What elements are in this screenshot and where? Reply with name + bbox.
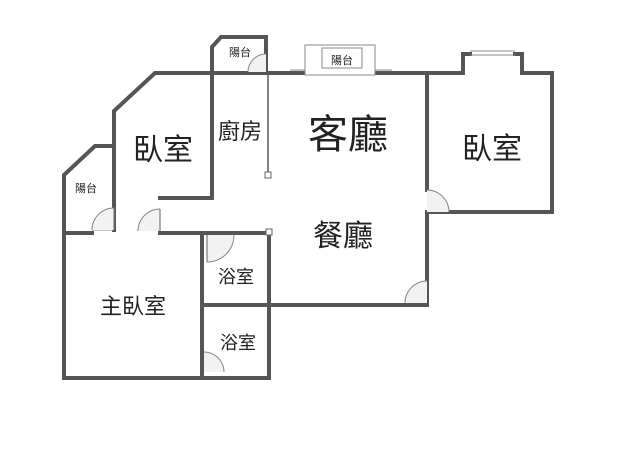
- door-kitchen-balcony-fill: [248, 54, 266, 72]
- door-bath-lower-fill: [204, 352, 224, 372]
- label-balcony-top: 陽台: [331, 53, 353, 67]
- label-master-bedroom: 主臥室: [100, 295, 166, 320]
- wall-kitchen-balcony: [210, 35, 268, 75]
- column-kitchen: [264, 171, 272, 179]
- wall-right-top: [461, 52, 472, 75]
- door-bath-upper-arc: [206, 234, 235, 263]
- label-bath-lower: 浴室: [220, 333, 256, 354]
- room-labels: 客廳 餐廳 廚房 臥室 臥室 主臥室 浴室 浴室 陽台 陽台 陽台: [75, 45, 522, 354]
- column-dining: [265, 228, 273, 236]
- outer-walls: [62, 35, 554, 380]
- interior-walls: [62, 71, 273, 380]
- label-kitchen: 廚房: [218, 120, 262, 145]
- windows: [92, 44, 515, 231]
- door-left-balcony-fill: [92, 208, 114, 230]
- door-right-bedroom-arc: [426, 189, 450, 213]
- door-bath-lower-arc: [203, 351, 225, 373]
- wall-right-top-2: [425, 52, 554, 214]
- door-right-bedroom-fill: [427, 190, 449, 212]
- door-kitchen-balcony-arc: [247, 53, 267, 73]
- window-top-balcony-frame: [321, 47, 363, 69]
- label-bedroom-right: 臥室: [462, 132, 522, 167]
- label-bedroom-left: 臥室: [133, 133, 193, 168]
- door-bath-upper-fill: [207, 235, 234, 262]
- label-balcony-kitchen: 陽台: [229, 45, 251, 59]
- door-left-bedroom-fill: [138, 209, 160, 231]
- label-living-room: 客廳: [308, 112, 388, 158]
- wall-kitchen-bedroom: [158, 71, 214, 200]
- wall-top-left: [112, 71, 214, 232]
- label-balcony-left: 陽台: [75, 181, 97, 195]
- door-left-balcony-arc: [91, 207, 115, 231]
- label-dining-room: 餐廳: [313, 219, 373, 254]
- wall-left-balcony: [62, 144, 116, 235]
- door-left-bedroom-arc: [137, 208, 161, 232]
- door-dining-arc: [404, 280, 428, 304]
- door-dining-fill: [405, 281, 427, 303]
- doors: [91, 53, 450, 373]
- label-bath-upper: 浴室: [218, 267, 254, 288]
